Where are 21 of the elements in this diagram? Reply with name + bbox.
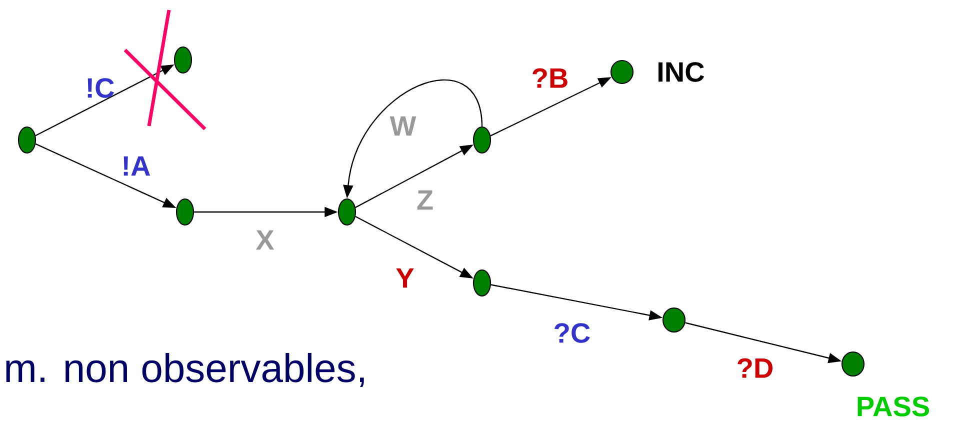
edge-label: ?D xyxy=(738,358,772,378)
edge-label: ?C xyxy=(554,323,590,343)
state-node xyxy=(176,198,194,226)
note-text: m. non observables, xyxy=(6,352,364,388)
edge-label: Y xyxy=(396,268,414,288)
edge-label: Z xyxy=(417,190,433,210)
edge-label: X xyxy=(256,230,274,250)
state-node xyxy=(338,198,356,226)
state-node xyxy=(472,126,492,154)
state-node xyxy=(610,60,634,84)
state-node xyxy=(472,269,492,297)
edge-label: !C xyxy=(88,78,114,98)
state-label: INC xyxy=(658,62,704,82)
state-node xyxy=(174,46,192,74)
state-node xyxy=(841,351,865,377)
edge-label: !A xyxy=(124,156,150,176)
edge-label: W xyxy=(390,116,416,136)
state-label: PASS xyxy=(858,396,929,416)
edge-label: ?B xyxy=(532,68,568,88)
state-node xyxy=(18,126,36,154)
state-node xyxy=(662,307,686,333)
